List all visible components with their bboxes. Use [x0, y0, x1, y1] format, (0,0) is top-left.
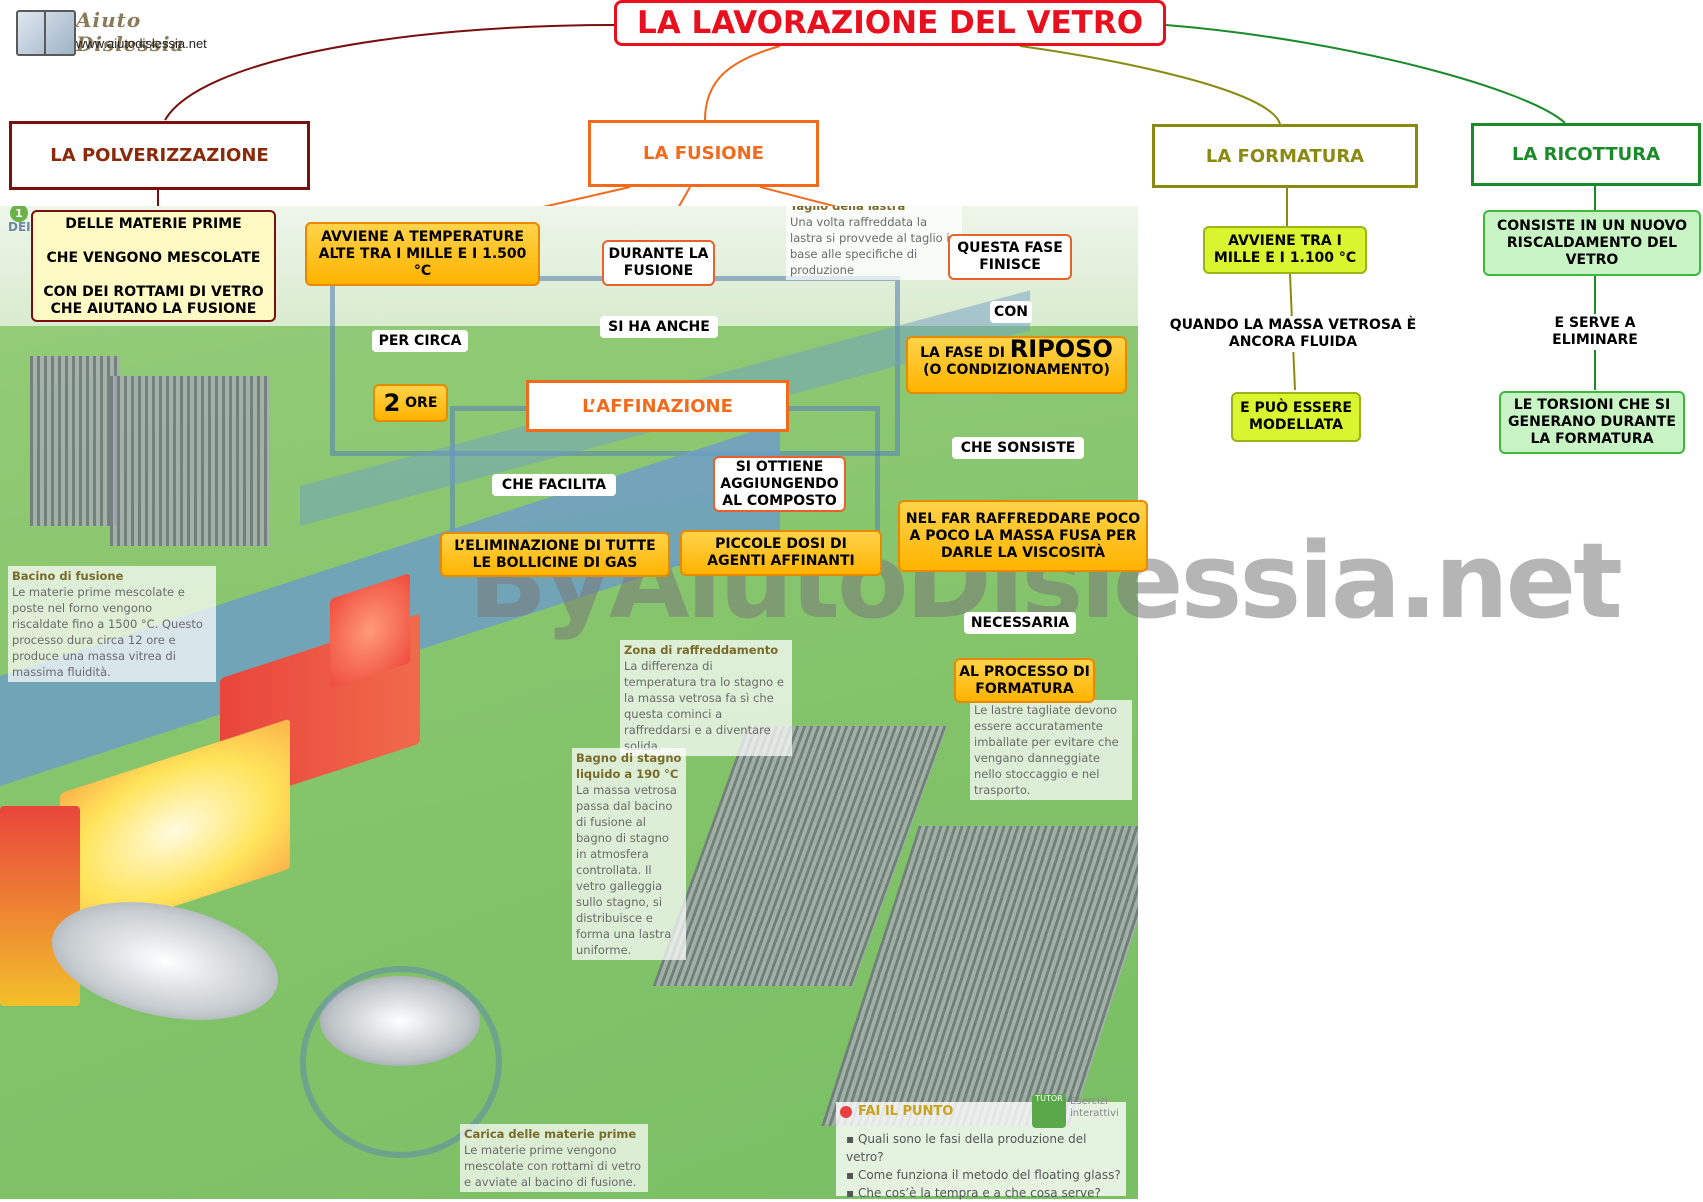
header-formatura: LA FORMATURA	[1152, 124, 1418, 188]
link-si-ha-anche: SI HA ANCHE	[600, 316, 718, 338]
logo-name: Aiuto Dislessia	[76, 8, 185, 56]
site-logo: Aiuto Dislessia www.aiutodislessia.net	[14, 6, 224, 56]
quiz-extra: Esercizi interattivi	[1070, 1096, 1119, 1119]
note-carica: Carica delle materie prime Le materie pr…	[460, 1124, 648, 1192]
box-al-processo: AL PROCESSO DI FORMATURA	[954, 658, 1095, 703]
note-lastre: Le lastre tagliate devono essere accurat…	[970, 700, 1132, 800]
book-icon	[16, 10, 76, 56]
box-riposo: LA FASE DI RIPOSO (O CONDIZIONAMENTO)	[906, 336, 1127, 394]
link-che-consiste: CHE SONSISTE	[952, 437, 1084, 459]
box-temperature: AVVIENE A TEMPERATURE ALTE TRA I MILLE E…	[305, 222, 540, 286]
header-polverizzazione: LA POLVERIZZAZIONE	[9, 121, 310, 190]
box-consiste: CONSISTE IN UN NUOVO RISCALDAMENTO DEL V…	[1483, 210, 1701, 276]
link-necessaria: NECESSARIA	[964, 612, 1076, 634]
logo-url: www.aiutodislessia.net	[76, 36, 207, 51]
quiz-dot-icon	[840, 1106, 852, 1118]
box-avviene-tra: AVVIENE TRA I MILLE E I 1.100 °C	[1203, 226, 1367, 274]
link-per-circa: PER CIRCA	[372, 330, 468, 352]
quiz-panel: FAI IL PUNTO TUTOR Esercizi interattivi …	[836, 1094, 1126, 1200]
box-durante-fusione: DURANTE LA FUSIONE	[602, 240, 715, 286]
note-raffreddamento: Zona di raffreddamento La differenza di …	[620, 640, 792, 756]
box-raffreddare: NEL FAR RAFFREDDARE POCO A POCO LA MASSA…	[898, 500, 1148, 572]
box-piccole-dosi: PICCOLE DOSI DI AGENTI AFFINANTI	[680, 530, 882, 576]
link-che-facilita: CHE FACILITA	[492, 474, 616, 496]
map-title: LA LAVORAZIONE DEL VETRO	[614, 0, 1166, 46]
link-con: CON	[990, 301, 1032, 323]
box-si-ottiene: SI OTTIENE AGGIUNGENDO AL COMPOSTO	[713, 456, 846, 512]
corner-label: DEI	[8, 220, 31, 234]
box-affinazione: L’AFFINAZIONE	[526, 380, 789, 432]
box-materie-prime: DELLE MATERIE PRIME CHE VENGONO MESCOLAT…	[31, 210, 276, 322]
note-bacino: Bacino di fusione Le materie prime mesco…	[8, 566, 216, 682]
header-ricottura: LA RICOTTURA	[1471, 123, 1701, 186]
tutor-icon[interactable]: TUTOR	[1032, 1094, 1066, 1128]
box-ore: 2 ORE	[373, 384, 448, 422]
note-taglio: Taglio della lastra Una volta raffreddat…	[786, 206, 962, 280]
corner-number: 1	[10, 206, 28, 222]
box-modellata: E PUÒ ESSERE MODELLATA	[1231, 392, 1361, 442]
box-torsioni: LE TORSIONI CHE SI GENERANO DURANTE LA F…	[1499, 391, 1685, 454]
header-fusione: LA FUSIONE	[588, 120, 819, 187]
box-eliminazione: L’ELIMINAZIONE DI TUTTE LE BOLLICINE DI …	[440, 532, 670, 577]
quiz-question: ▪ Che cos’è la tempra e a che cosa serve…	[846, 1186, 1101, 1200]
quiz-title: FAI IL PUNTO	[858, 1104, 954, 1119]
factory-illustration: 1 DEI Taglio della lastra Una volta raff…	[0, 206, 1138, 1199]
quiz-question: ▪ Come funziona il metodo del floating g…	[846, 1168, 1121, 1182]
quiz-question: ▪ Quali sono le fasi della produzione de…	[846, 1132, 1087, 1164]
note-stagno: Bagno di stagno liquido a 190 °C La mass…	[572, 748, 686, 960]
text-serve-eliminare: E SERVE A ELIMINARE	[1530, 314, 1660, 350]
text-quando-massa: QUANDO LA MASSA VETROSA È ANCORA FLUIDA	[1168, 316, 1418, 352]
box-questa-fase: QUESTA FASE FINISCE	[948, 234, 1072, 280]
